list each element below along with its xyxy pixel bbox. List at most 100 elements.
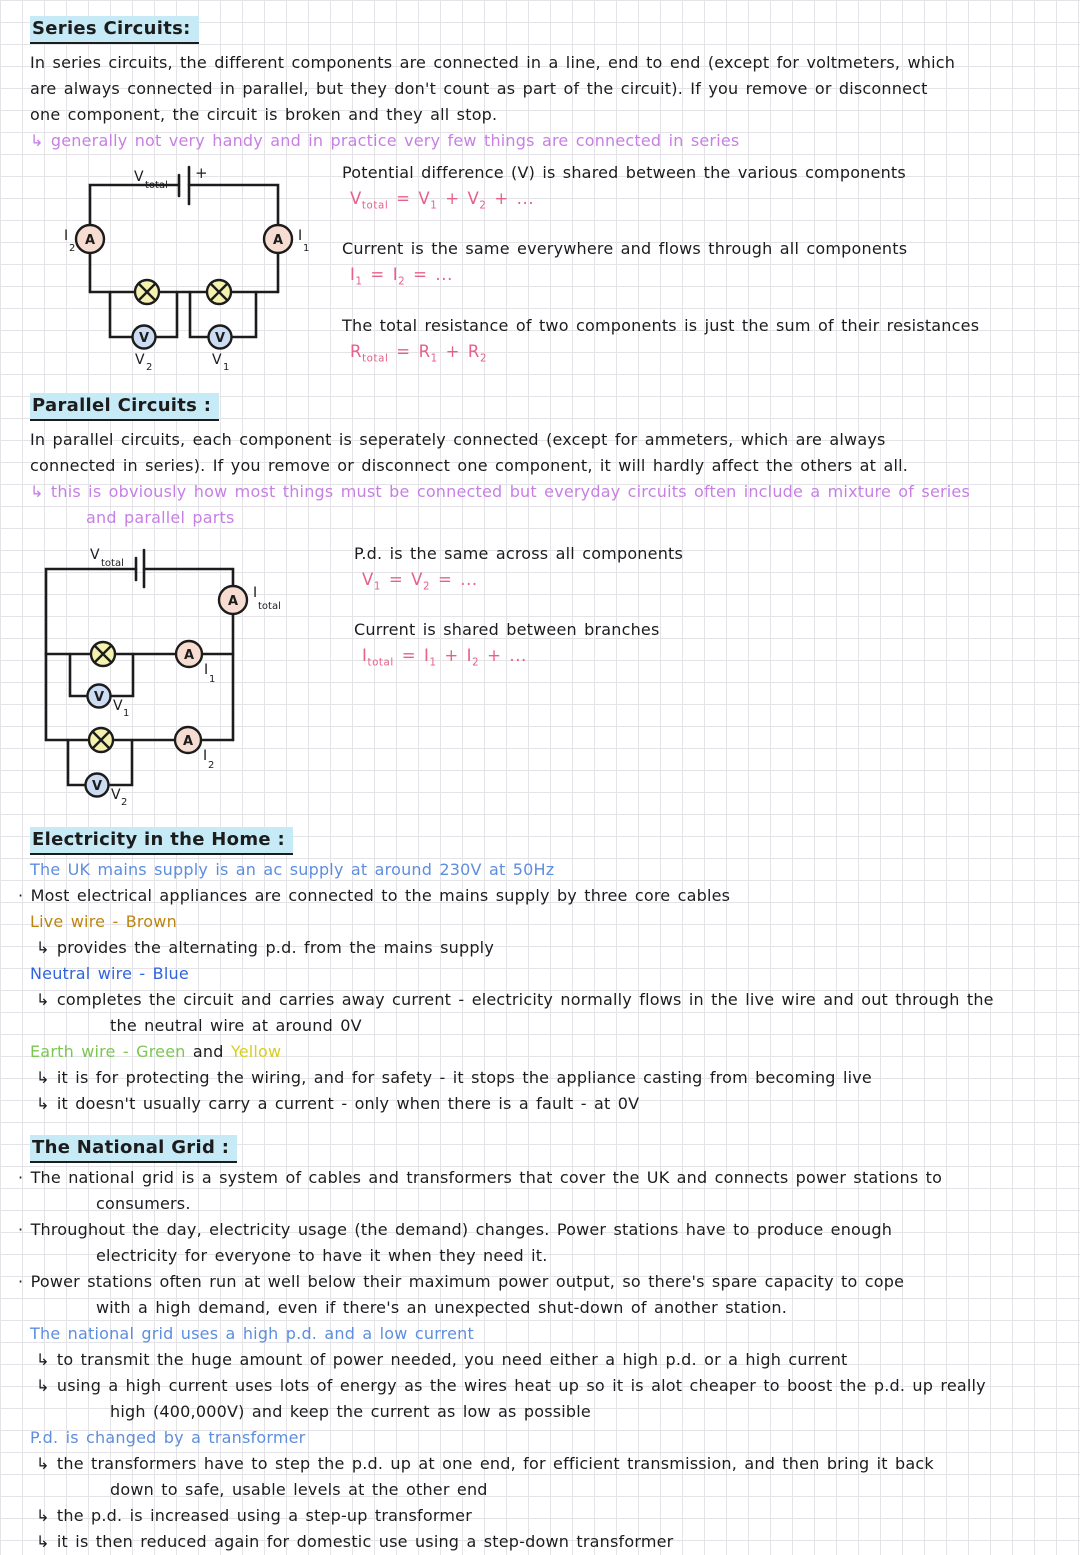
- voltmeter-letter: V: [92, 779, 102, 794]
- earth-wire-note-2: ↳ it doesn't usually carry a current - o…: [36, 1093, 640, 1113]
- home-heading-text: Electricity in the Home :: [30, 826, 293, 855]
- ammeter-icon: [262, 223, 294, 255]
- fact-potential-difference: Potential difference (V) is shared betwe…: [342, 160, 1054, 219]
- neutral-wire-note: ↳ completes the circuit and carries away…: [36, 989, 994, 1035]
- fact-current: Current is the same everywhere and flows…: [342, 236, 1054, 295]
- current-label: I: [298, 228, 302, 244]
- voltmeter-icon: [207, 324, 233, 350]
- neutral-wire-label: Neutral wire - Blue: [30, 963, 189, 983]
- series-note: ↳ generally not very handy and in practi…: [30, 131, 740, 150]
- total-current-label: I: [253, 585, 257, 601]
- wire: [142, 567, 235, 588]
- voltmeter-letter: V: [139, 331, 149, 346]
- volt-label: V: [111, 787, 121, 803]
- battery-voltage-label: V: [134, 169, 144, 185]
- grid-bullet-system: · The national grid is a system of cable…: [18, 1167, 943, 1213]
- earth-wire-label: Earth wire - Green and Yellow: [30, 1039, 1054, 1065]
- battery-plus-sign: +: [195, 164, 208, 182]
- battery-voltage-sub: total: [145, 180, 168, 191]
- grid-note-transmit: ↳ to transmit the huge amount of power n…: [36, 1349, 848, 1369]
- series-circuit-diagram: A A V V V total + I 2 I 1 V 2 V 1: [64, 164, 309, 373]
- grid-note-stepdown: ↳ it is then reduced again for domestic …: [36, 1531, 674, 1551]
- ammeter-letter: A: [184, 648, 194, 663]
- live-wire-note: ↳ provides the alternating p.d. from the…: [36, 937, 494, 957]
- home-intro: The UK mains supply is an ac supply at a…: [30, 859, 555, 879]
- fact-formula: I1 = I2 = ...: [350, 265, 453, 288]
- grid-note-stepup-end: ↳ the transformers have to step the p.d.…: [36, 1453, 934, 1499]
- grid-heading: The National Grid :: [30, 1131, 1054, 1163]
- wire: [88, 183, 181, 227]
- volt-label: V: [135, 352, 145, 368]
- series-intro: In series circuits, the different compon…: [30, 53, 956, 124]
- voltmeter-branch-wire: [68, 652, 135, 698]
- fact-text: P.d. is the same across all components: [354, 543, 684, 563]
- series-diagram-labels: V total + I 2 I 1 V 2 V 1: [64, 164, 309, 373]
- parallel-circuit-diagram: A A A V V V total I total I 1 I 2 V 1: [44, 547, 281, 808]
- parallel-diagram-row: A A A V V V total I total I 1 I 2 V 1: [30, 537, 1054, 813]
- series-wires: [88, 165, 280, 339]
- grid-highpd-label: The national grid uses a high p.d. and a…: [30, 1323, 474, 1343]
- volt-label-sub: 1: [123, 708, 129, 719]
- ammeter-icon: [174, 639, 204, 669]
- parallel-intro: In parallel circuits, each component is …: [30, 429, 909, 475]
- total-current-sub: total: [258, 601, 281, 612]
- section-national-grid: The National Grid : · The national grid …: [18, 1131, 1054, 1555]
- section-series-circuits: Series Circuits: In series circuits, the…: [30, 12, 1054, 389]
- grid-note-boost: ↳ using a high current uses lots of ener…: [36, 1375, 986, 1421]
- ammeter-letter: A: [85, 233, 95, 248]
- fact-pd-same: P.d. is the same across all components V…: [354, 541, 1054, 600]
- grid-heading-text: The National Grid :: [30, 1134, 238, 1163]
- series-diagram-row: A A V V V total + I 2 I 1 V 2 V 1: [30, 156, 1054, 389]
- current-label-sub: 2: [69, 243, 75, 254]
- lamp-cross: [209, 282, 229, 302]
- home-bullet-cables: · Most electrical appliances are connect…: [18, 885, 731, 905]
- parallel-diagram-labels: V total I total I 1 I 2 V 1 V 2: [90, 547, 281, 808]
- series-component-letters: A A V V: [85, 233, 283, 346]
- lamp-cross: [91, 730, 111, 750]
- current-label: I: [64, 228, 68, 244]
- fact-resistance: The total resistance of two components i…: [342, 313, 1054, 372]
- fact-formula: Rtotal = R1 + R2: [350, 341, 488, 364]
- volt-label-sub: 2: [121, 797, 127, 808]
- voltmeter-branch-wire: [66, 738, 134, 787]
- ammeter-letter: A: [183, 734, 193, 749]
- voltmeter-icon: [84, 772, 110, 798]
- fact-text: Current is the same everywhere and flows…: [342, 239, 908, 259]
- live-wire-label: Live wire - Brown: [30, 911, 177, 931]
- parallel-facts: P.d. is the same across all components V…: [326, 537, 1054, 694]
- home-heading: Electricity in the Home :: [30, 823, 1054, 855]
- series-heading-text: Series Circuits:: [30, 16, 199, 44]
- parallel-components: [84, 584, 249, 798]
- current-label: I: [204, 662, 208, 678]
- current-label-sub: 1: [209, 674, 215, 685]
- earth-wire-green-text: Earth wire - Green: [30, 1041, 186, 1061]
- voltmeter-letter: V: [215, 331, 225, 346]
- battery-voltage-label: V: [90, 547, 100, 563]
- fact-text: The total resistance of two components i…: [342, 315, 980, 335]
- lamp-cross: [93, 644, 113, 664]
- section-electricity-home: Electricity in the Home : The UK mains s…: [18, 823, 1054, 1117]
- volt-label: V: [113, 698, 123, 714]
- parallel-heading: Parallel Circuits :: [30, 389, 1054, 421]
- volt-label-sub: 1: [223, 362, 229, 373]
- earth-wire-note-1: ↳ it is for protecting the wiring, and f…: [36, 1067, 872, 1087]
- grid-note-stepup: ↳ the p.d. is increased using a step-up …: [36, 1505, 472, 1525]
- grid-bullet-demand: · Throughout the day, electricity usage …: [18, 1219, 893, 1265]
- ammeter-icon: [217, 584, 249, 616]
- current-label-sub: 2: [208, 760, 214, 771]
- fact-text: Current is shared between branches: [354, 620, 660, 640]
- voltmeter-letter: V: [94, 690, 104, 705]
- series-heading: Series Circuits:: [30, 12, 1054, 44]
- wire: [44, 567, 138, 742]
- voltmeter-icon: [131, 324, 157, 350]
- battery-voltage-sub: total: [101, 558, 124, 569]
- grid-bullet-capacity: · Power stations often run at well below…: [18, 1271, 905, 1317]
- fact-text: Potential difference (V) is shared betwe…: [342, 163, 906, 182]
- volt-label: V: [212, 352, 222, 368]
- parallel-component-letters: A A A V V: [92, 594, 238, 794]
- parallel-heading-text: Parallel Circuits :: [30, 392, 220, 421]
- series-facts: Potential difference (V) is shared betwe…: [342, 156, 1054, 389]
- ammeter-letter: A: [228, 594, 238, 609]
- voltmeter-icon: [86, 683, 112, 709]
